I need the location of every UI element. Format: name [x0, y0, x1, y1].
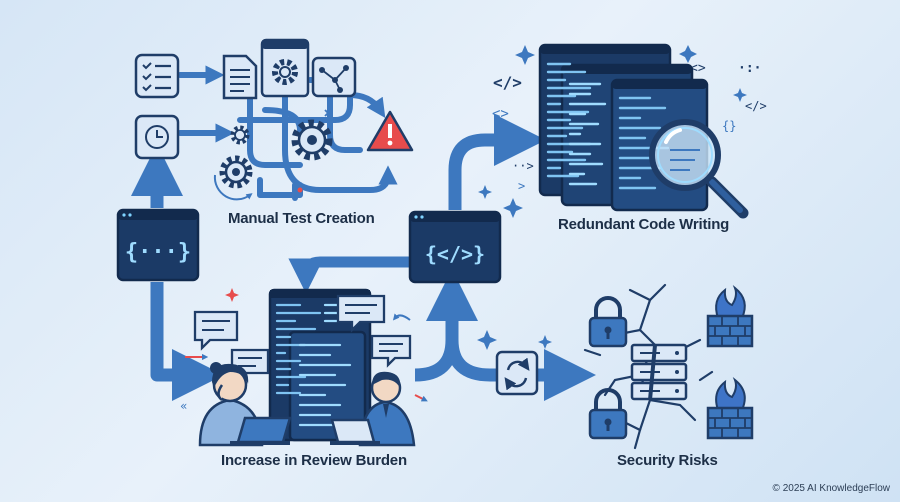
padlock-icon-2: [588, 388, 628, 440]
svg-text:</>: </>: [493, 73, 522, 92]
security-cluster: [583, 283, 754, 450]
svg-text:«: «: [180, 399, 187, 413]
arrow-center-left: [288, 256, 410, 294]
checklist-icon: [134, 53, 180, 99]
svg-text:··>: ··>: [512, 159, 534, 173]
arrow-center-up: [448, 114, 546, 210]
code-lines: [546, 62, 670, 190]
arrow-bottom-up: [414, 269, 478, 382]
copyright-notice: © 2025 AI KnowledgeFlow: [772, 483, 890, 494]
network-icon: [311, 56, 357, 98]
arrow-bottom-right: [445, 339, 596, 401]
braces-code-window: {···}: [116, 208, 200, 282]
sync-icon: [495, 350, 539, 396]
svg-text:>: >: [518, 179, 525, 193]
redundant-code-cluster: </> <> ·:· <> </> {} ··> >: [492, 43, 767, 219]
document-icon: [222, 54, 258, 100]
chat-bubble-icon-4: [370, 334, 412, 368]
firewall-fire-icon-2: [706, 376, 754, 440]
review-burden-cluster: «: [180, 288, 428, 447]
braces-tag-glyph: {</>}: [425, 242, 485, 266]
label-review-burden: Increase in Review Burden: [221, 452, 407, 469]
manual-test-cluster: [134, 38, 414, 201]
svg-text:</>: </>: [745, 99, 767, 113]
gear-icon-small: [213, 155, 253, 201]
developer-figure: [358, 371, 416, 447]
magnifier-icon: [649, 119, 749, 219]
flow-arrows: [131, 114, 596, 401]
label-redundant-code-writing: Redundant Code Writing: [558, 216, 730, 233]
svg-text:{}: {}: [722, 119, 736, 133]
svg-text:·:·: ·:·: [738, 61, 761, 76]
gear-window-icon: [260, 38, 310, 98]
warning-icon: [366, 110, 414, 152]
server-rack-icon: [630, 343, 688, 401]
chat-bubble-icon-3: [336, 294, 386, 333]
clock-document-icon: [134, 114, 180, 160]
laptop-icon: [230, 416, 292, 445]
gear-icon: [291, 119, 333, 161]
laptop-icon-2: [330, 418, 380, 445]
arrow-braces-down: [150, 282, 224, 401]
braces-dots-glyph: {···}: [125, 240, 191, 265]
label-manual-test-creation: Manual Test Creation: [228, 210, 375, 227]
tag-code-window: {</>}: [408, 185, 523, 284]
label-security-risks: Security Risks: [617, 452, 718, 469]
gear-icon-tiny: [230, 125, 250, 145]
svg-text:<>: <>: [690, 61, 706, 76]
chat-bubble-icon: [193, 310, 239, 351]
svg-text:<>: <>: [492, 106, 509, 122]
padlock-icon: [588, 296, 628, 348]
firewall-fire-icon: [706, 284, 754, 348]
